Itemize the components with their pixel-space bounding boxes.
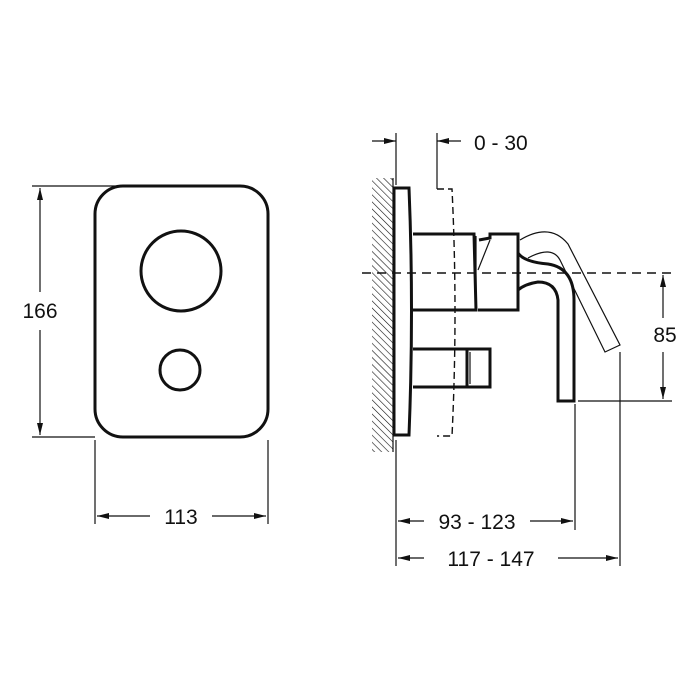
projection-dimensions: 93 - 123 117 - 147	[395, 352, 621, 571]
offset-label: 0 - 30	[474, 132, 528, 155]
offset-dimension: 0 - 30	[372, 132, 528, 189]
width-dimension: 113	[94, 440, 269, 529]
spout-height-label: 85	[653, 324, 676, 347]
height-dimension: 166	[22, 185, 118, 438]
main-handle-circle	[139, 229, 223, 313]
front-view: 166 113	[22, 184, 270, 529]
spout-height-dimension: 85	[578, 275, 677, 402]
wall-hatching	[372, 178, 393, 452]
side-plate	[392, 186, 413, 437]
spout	[516, 252, 576, 403]
diverter-stem	[413, 347, 469, 389]
diverter-knob-circle	[158, 348, 202, 392]
cover-plate-outline	[93, 184, 270, 439]
projection-long-label: 117 - 147	[447, 548, 534, 571]
side-view: 0 - 30 85 93 - 123 117 - 147	[362, 132, 677, 571]
valve-body	[413, 232, 478, 312]
diverter-knob	[465, 347, 492, 389]
extended-plate-outline	[437, 188, 456, 437]
width-label: 113	[164, 506, 197, 529]
shower-outlet-pipe	[519, 231, 621, 353]
handle-block	[478, 232, 520, 312]
height-label: 166	[22, 300, 57, 323]
projection-short-label: 93 - 123	[438, 511, 515, 534]
